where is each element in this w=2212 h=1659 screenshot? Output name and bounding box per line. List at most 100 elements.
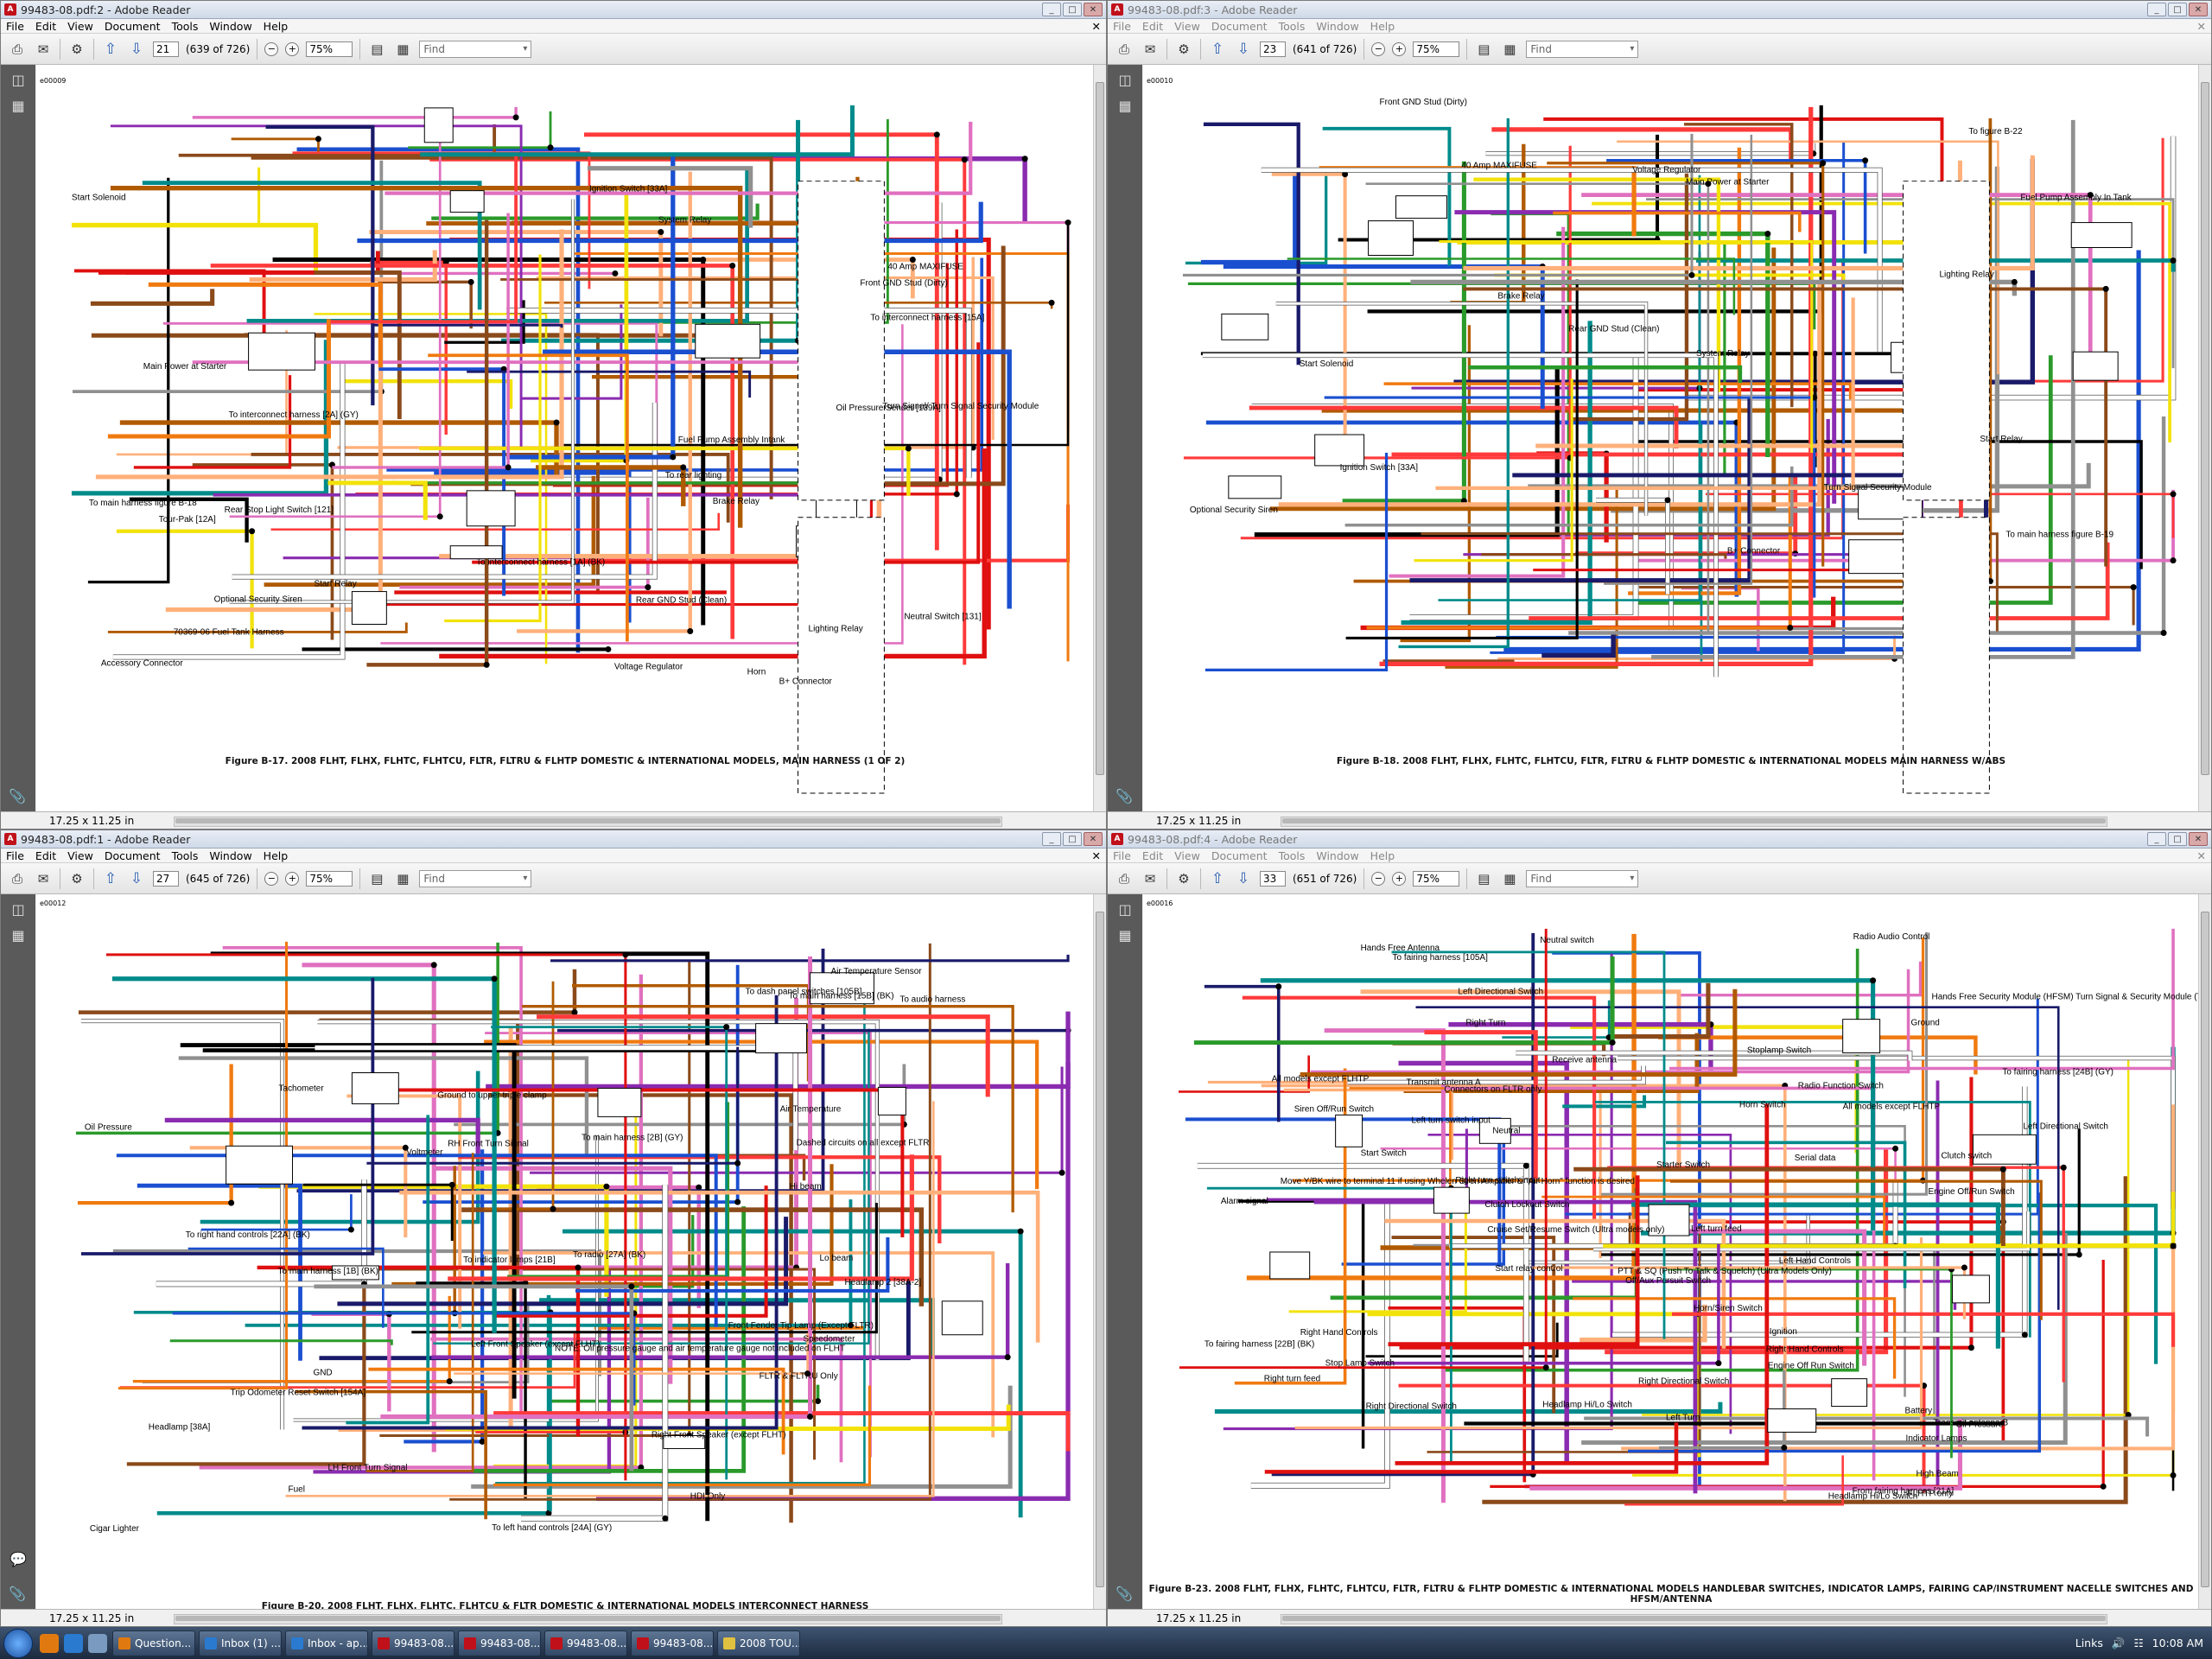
menu-view[interactable]: View (67, 849, 93, 862)
vertical-scrollbar[interactable] (1093, 894, 1106, 1609)
menu-edit[interactable]: Edit (1141, 19, 1164, 33)
menu-tools[interactable]: Tools (1278, 19, 1306, 33)
find-input[interactable]: Find (419, 869, 532, 887)
find-input[interactable]: Find (419, 40, 532, 58)
maximize-button[interactable]: □ (1063, 3, 1082, 16)
document-view[interactable]: Hands Free Security Module (HFSM) Turn S… (1143, 894, 2199, 1609)
vertical-scrollbar[interactable] (2198, 65, 2211, 811)
document-close-icon[interactable]: ✕ (2196, 19, 2206, 33)
find-input[interactable]: Find (1526, 869, 1639, 887)
next-page-icon[interactable]: ⇩ (1236, 869, 1250, 887)
menu-tools[interactable]: Tools (171, 849, 199, 862)
fit-width-icon[interactable]: ▦ (1503, 41, 1516, 57)
next-page-icon[interactable]: ⇩ (130, 40, 143, 58)
fit-page-icon[interactable]: ▤ (1478, 870, 1491, 887)
menu-document[interactable]: Document (104, 849, 161, 862)
document-close-icon[interactable]: ✕ (2196, 849, 2206, 862)
search-docs-icon[interactable]: ⚙ (71, 870, 83, 887)
firefox-icon[interactable] (40, 1633, 59, 1653)
menu-file[interactable]: File (1113, 19, 1131, 33)
maximize-button[interactable]: □ (1063, 832, 1082, 846)
pages-icon[interactable]: ◫ (1118, 72, 1132, 88)
bookmarks-icon[interactable]: ▦ (1118, 927, 1132, 944)
close-button[interactable]: ✕ (1084, 3, 1103, 16)
zoom-out-icon[interactable]: − (1371, 41, 1386, 56)
title-bar[interactable]: A 99483-08.pdf:4 - Adobe Reader _ □ ✕ (1108, 830, 2211, 849)
zoom-out-icon[interactable]: − (264, 41, 279, 56)
horizontal-scrollbar[interactable] (1281, 817, 2107, 827)
document-close-icon[interactable]: ✕ (1091, 19, 1101, 33)
menu-help[interactable]: Help (263, 19, 289, 33)
next-page-icon[interactable]: ⇩ (130, 869, 143, 887)
page-number-input[interactable]: 21 (153, 41, 179, 57)
fit-page-icon[interactable]: ▤ (371, 41, 384, 57)
taskbar-button[interactable]: Inbox - ap... (285, 1630, 368, 1656)
close-button[interactable]: ✕ (2189, 3, 2208, 16)
zoom-select[interactable]: 75% (1413, 41, 1460, 57)
comment-icon[interactable]: 💬 (10, 1551, 27, 1567)
zoom-in-icon[interactable]: + (285, 41, 300, 56)
taskbar-button[interactable]: 99483-08.... (458, 1630, 541, 1656)
close-button[interactable]: ✕ (1084, 832, 1103, 846)
menu-tools[interactable]: Tools (171, 19, 199, 33)
taskbar-button[interactable]: Question... (112, 1630, 195, 1656)
fit-page-icon[interactable]: ▤ (371, 870, 384, 887)
menu-edit[interactable]: Edit (1141, 849, 1164, 862)
email-icon[interactable]: ✉ (37, 41, 49, 57)
attachments-icon[interactable]: 📎 (9, 1586, 26, 1602)
menu-file[interactable]: File (1113, 849, 1131, 862)
show-desktop-icon[interactable] (88, 1633, 107, 1653)
title-bar[interactable]: A 99483-08.pdf:2 - Adobe Reader _ □ ✕ (1, 1, 1106, 19)
page-number-input[interactable]: 27 (153, 870, 179, 887)
prev-page-icon[interactable]: ⇧ (104, 40, 118, 58)
minimize-button[interactable]: _ (1042, 832, 1061, 846)
taskbar-button[interactable]: 99483-08.... (631, 1630, 714, 1656)
menu-file[interactable]: File (6, 19, 24, 33)
bookmarks-icon[interactable]: ▦ (11, 927, 25, 944)
zoom-in-icon[interactable]: + (1392, 871, 1407, 886)
menu-help[interactable]: Help (1370, 19, 1395, 33)
start-button[interactable] (3, 1628, 33, 1658)
email-icon[interactable]: ✉ (1144, 41, 1156, 57)
menu-edit[interactable]: Edit (35, 19, 57, 33)
vertical-scrollbar[interactable] (1093, 65, 1106, 811)
title-bar[interactable]: A 99483-08.pdf:3 - Adobe Reader _ □ ✕ (1108, 1, 2211, 19)
menu-window[interactable]: Window (209, 849, 252, 862)
clock[interactable]: 10:08 AM (2152, 1637, 2203, 1649)
menu-document[interactable]: Document (1211, 19, 1268, 33)
bookmarks-icon[interactable]: ▦ (11, 98, 25, 114)
print-icon[interactable]: ⎙ (1118, 870, 1129, 887)
menu-view[interactable]: View (1174, 849, 1200, 862)
zoom-select[interactable]: 75% (306, 41, 353, 57)
prev-page-icon[interactable]: ⇧ (1211, 40, 1224, 58)
maximize-button[interactable]: □ (2168, 3, 2187, 16)
bookmarks-icon[interactable]: ▦ (1118, 98, 1132, 114)
pages-icon[interactable]: ◫ (11, 72, 25, 88)
menu-view[interactable]: View (1174, 19, 1200, 33)
page-number-input[interactable]: 33 (1260, 870, 1286, 887)
menu-document[interactable]: Document (104, 19, 161, 33)
pages-icon[interactable]: ◫ (1118, 901, 1132, 918)
zoom-in-icon[interactable]: + (1392, 41, 1407, 56)
menu-help[interactable]: Help (263, 849, 289, 862)
vertical-scrollbar[interactable] (2198, 894, 2211, 1609)
links-toolbar[interactable]: Links (2075, 1637, 2103, 1649)
horizontal-scrollbar[interactable] (174, 1614, 1002, 1624)
print-icon[interactable]: ⎙ (11, 41, 22, 57)
minimize-button[interactable]: _ (2147, 3, 2166, 16)
taskbar-button[interactable]: 2008 TOU... (717, 1630, 800, 1656)
print-icon[interactable]: ⎙ (1118, 41, 1129, 57)
horizontal-scrollbar[interactable] (1281, 1614, 2107, 1624)
fit-width-icon[interactable]: ▦ (397, 41, 410, 57)
network-icon[interactable]: ☷ (2133, 1637, 2144, 1649)
menu-window[interactable]: Window (1316, 849, 1359, 862)
email-icon[interactable]: ✉ (37, 870, 49, 887)
menu-view[interactable]: View (67, 19, 93, 33)
page-number-input[interactable]: 23 (1260, 41, 1286, 57)
fit-width-icon[interactable]: ▦ (397, 870, 410, 887)
zoom-in-icon[interactable]: + (285, 871, 300, 886)
fit-width-icon[interactable]: ▦ (1503, 870, 1516, 887)
volume-icon[interactable]: 🔊 (2111, 1636, 2126, 1649)
search-docs-icon[interactable]: ⚙ (1178, 870, 1190, 887)
